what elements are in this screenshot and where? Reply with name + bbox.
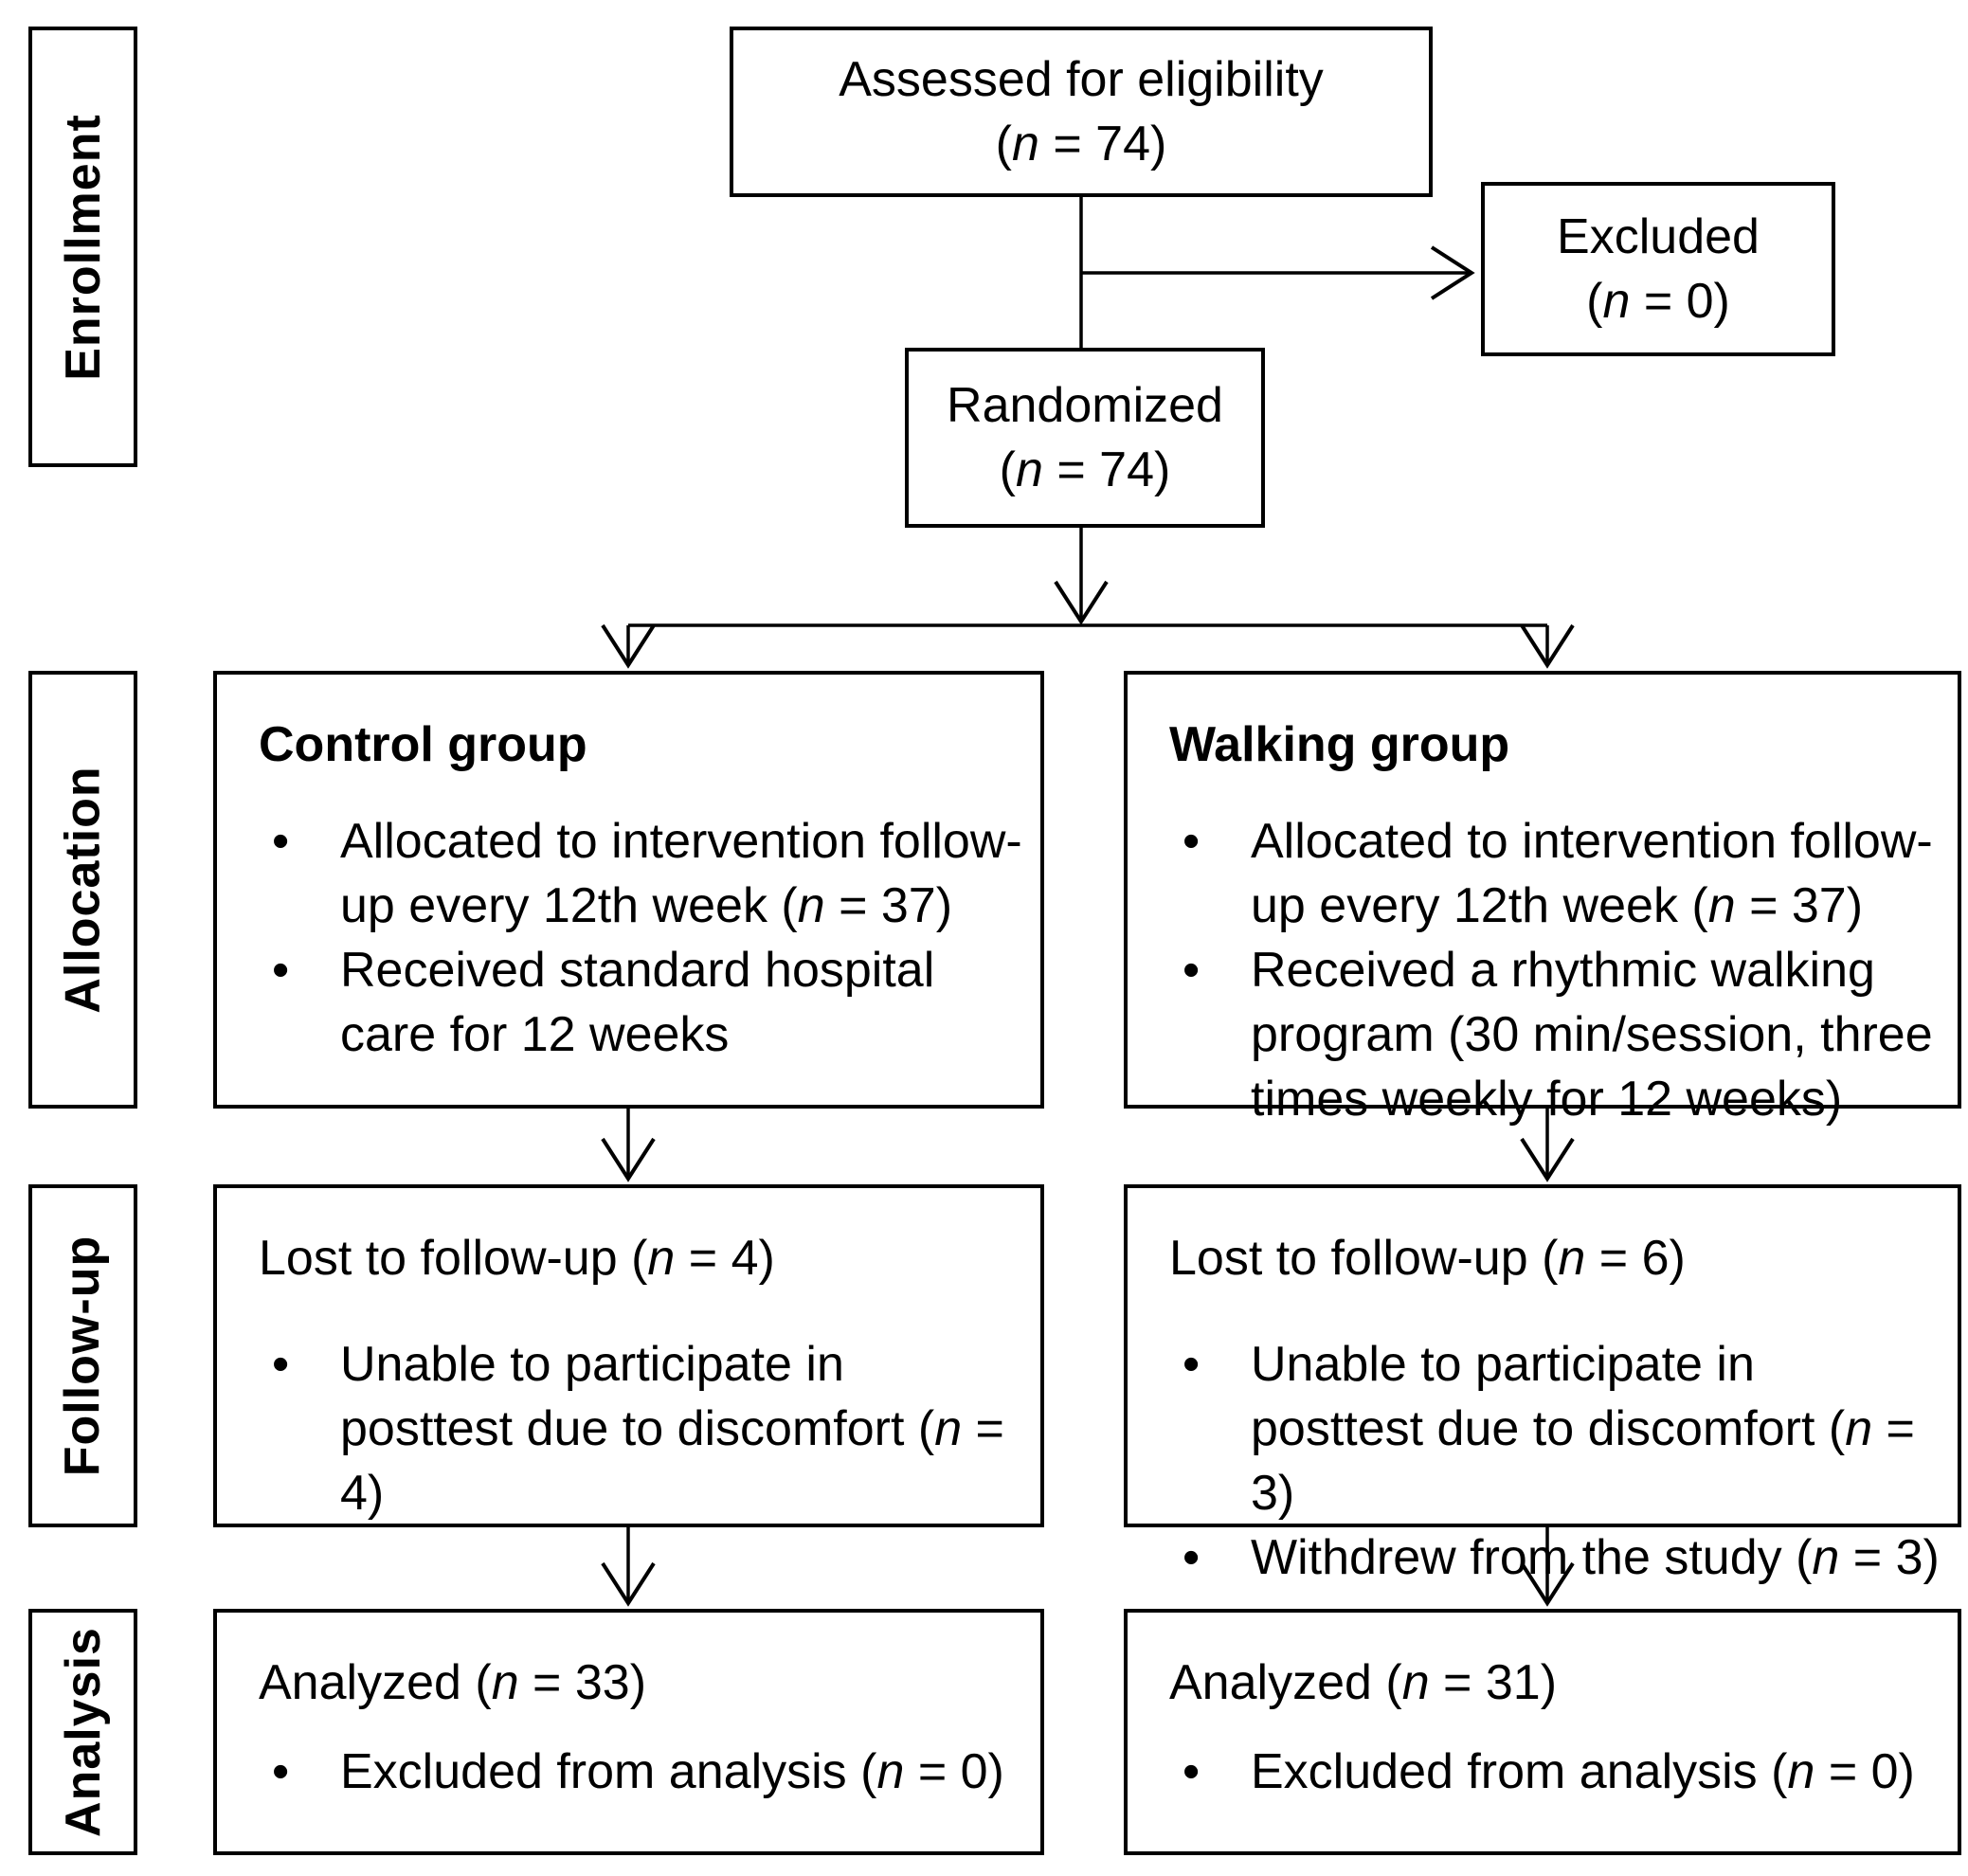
bullet-item: • Excluded from analysis (n = 0) (259, 1740, 1023, 1804)
bullet-text: Excluded from analysis (n = 0) (1251, 1744, 1915, 1799)
bullet-text: Unable to participate in posttest due to… (1251, 1337, 1915, 1521)
stage-label-followup: Follow-up (28, 1184, 137, 1527)
bullet-dot: • (272, 814, 290, 869)
bullet-text: Allocated to intervention follow-up ever… (1251, 814, 1933, 933)
flow-box-randomized: Randomized (n = 74) (905, 348, 1265, 528)
flow-box-followup-control: Lost to follow-up (n = 4) • Unable to par… (213, 1184, 1044, 1527)
followup-walking-heading: Lost to follow-up (n = 6) (1169, 1231, 1686, 1286)
bullet-text: Excluded from analysis (n = 0) (340, 1744, 1004, 1799)
followup-control-bullets: • Unable to participate in posttest due t… (259, 1332, 1023, 1525)
excluded-count: (n = 0) (1586, 274, 1730, 329)
stage-label-enrollment: Enrollment (28, 27, 137, 467)
flow-box-walking-group: Walking group • Allocated to intervention… (1124, 671, 1961, 1127)
bullet-dot: • (272, 1744, 290, 1799)
bullet-text: Allocated to intervention follow-up ever… (340, 814, 1022, 933)
followup-walking-bullets: • Unable to participate in posttest due t… (1169, 1332, 1941, 1590)
walking-group-title: Walking group (1169, 717, 1510, 772)
bullet-dot: • (1183, 814, 1201, 869)
bullet-dot: • (1183, 1744, 1201, 1799)
excluded-line1: Excluded (1557, 209, 1760, 264)
stage-label-allocation: Allocation (28, 671, 137, 1109)
assessed-count: (n = 74) (995, 117, 1167, 171)
followup-control-heading: Lost to follow-up (n = 4) (259, 1231, 775, 1286)
bullet-item: • Allocated to intervention follow-up eve… (1169, 809, 1941, 938)
bullet-item: • Received standard hospital care for 12 … (259, 938, 1023, 1067)
bullet-dot: • (1183, 1337, 1201, 1392)
flow-box-excluded: Excluded (n = 0) (1481, 182, 1835, 356)
bullet-dot: • (272, 1337, 290, 1392)
flow-box-assessed: Assessed for eligibility (n = 74) (730, 27, 1433, 197)
bullet-item: • Allocated to intervention follow-up eve… (259, 809, 1023, 938)
stage-label-text: Allocation (55, 766, 111, 1014)
randomized-count: (n = 74) (999, 442, 1171, 497)
walking-group-bullets: • Allocated to intervention follow-up eve… (1169, 809, 1941, 1131)
bullet-text: Received standard hospital care for 12 w… (340, 943, 935, 1062)
bullet-item: • Withdrew from the study (n = 3) (1169, 1525, 1941, 1590)
bullet-item: • Received a rhythmic walking program (30… (1169, 938, 1941, 1131)
analysis-walking-bullets: • Excluded from analysis (n = 0) (1169, 1740, 1941, 1804)
stage-label-text: Enrollment (55, 113, 111, 381)
control-group-title: Control group (259, 717, 587, 772)
bullet-text: Withdrew from the study (n = 3) (1251, 1530, 1940, 1585)
assessed-line1: Assessed for eligibility (839, 52, 1324, 107)
stage-label-text: Analysis (55, 1627, 111, 1837)
flow-box-control-group: Control group • Allocated to intervention… (213, 671, 1044, 1109)
bullet-dot: • (1183, 1530, 1201, 1585)
bullet-text: Unable to participate in posttest due to… (340, 1337, 1004, 1521)
analysis-control-heading: Analyzed (n = 33) (259, 1655, 647, 1710)
bullet-item: • Unable to participate in posttest due t… (1169, 1332, 1941, 1525)
stage-label-analysis: Analysis (28, 1609, 137, 1855)
bullet-item: • Unable to participate in posttest due t… (259, 1332, 1023, 1525)
bullet-dot: • (272, 943, 290, 998)
bullet-text: Received a rhythmic walking program (30 … (1251, 943, 1933, 1127)
analysis-control-bullets: • Excluded from analysis (n = 0) (259, 1740, 1023, 1804)
analysis-walking-heading: Analyzed (n = 31) (1169, 1655, 1558, 1710)
bullet-item: • Excluded from analysis (n = 0) (1169, 1740, 1941, 1804)
control-group-bullets: • Allocated to intervention follow-up eve… (259, 809, 1023, 1067)
flow-box-analysis-control: Analyzed (n = 33) • Excluded from analysi… (213, 1609, 1044, 1855)
flow-box-followup-walking: Lost to follow-up (n = 6) • Unable to par… (1124, 1184, 1961, 1585)
stage-label-text: Follow-up (55, 1235, 111, 1477)
randomized-line1: Randomized (947, 378, 1223, 433)
flow-box-analysis-walking: Analyzed (n = 31) • Excluded from analysi… (1124, 1609, 1961, 1855)
bullet-dot: • (1183, 943, 1201, 998)
